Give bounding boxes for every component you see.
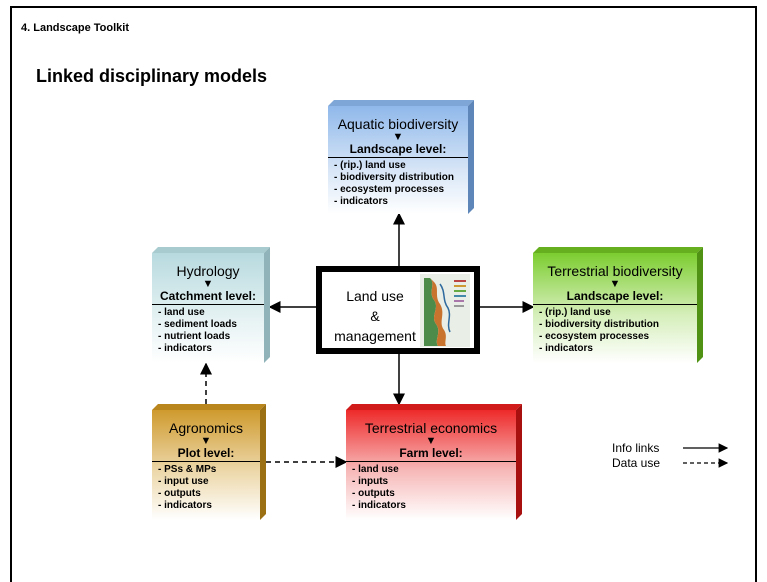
hydrology-box: Hydrology ▼ Catchment level: - land use … <box>152 247 270 363</box>
box-title: Aquatic biodiversity <box>337 116 459 132</box>
list-item: - land use <box>352 464 399 475</box>
list-item: - biodiversity distribution <box>539 319 660 330</box>
divider <box>328 157 468 158</box>
list-item: - sediment loads <box>158 319 237 330</box>
down-arrow-icon: ▼ <box>392 131 404 143</box>
list-item: - ecosystem processes <box>539 331 650 342</box>
list-item: - indicators <box>334 196 388 207</box>
divider <box>152 461 260 462</box>
list-item: - indicators <box>539 343 593 354</box>
agronomics-box: Agronomics ▼ Plot level: - PSs & MPs - i… <box>152 404 266 520</box>
down-arrow-icon: ▼ <box>202 278 214 290</box>
center-line: & <box>370 308 380 324</box>
center-line: Land use <box>346 288 404 304</box>
terrestrial-economics-box: Terrestrial economics ▼ Farm level: - la… <box>346 404 522 520</box>
divider <box>152 304 264 305</box>
down-arrow-icon: ▼ <box>425 435 437 447</box>
list-item: - land use <box>158 307 205 318</box>
list-item: - inputs <box>352 476 389 487</box>
terrestrial-biodiversity-box: Terrestrial biodiversity ▼ Landscape lev… <box>533 247 703 363</box>
list-item: - indicators <box>158 343 212 354</box>
aquatic-biodiversity-box: Aquatic biodiversity ▼ Landscape level: … <box>328 100 474 214</box>
land-use-management-box: Land use & management <box>316 266 480 354</box>
list-item: - outputs <box>352 488 395 499</box>
list-item: - indicators <box>352 500 406 511</box>
list-item: - indicators <box>158 500 212 511</box>
box-shape <box>328 100 474 214</box>
list-item: - ecosystem processes <box>334 184 445 195</box>
list-item: - (rip.) land use <box>334 160 406 171</box>
box-title: Terrestrial economics <box>364 420 498 436</box>
box-level: Catchment level: <box>159 289 257 303</box>
box-level: Landscape level: <box>566 289 664 303</box>
box-level: Landscape level: <box>349 142 447 156</box>
box-title: Hydrology <box>176 263 240 279</box>
section-label: 4. Landscape Toolkit <box>21 22 129 34</box>
legend-info-links: Info links <box>612 441 660 455</box>
box-title: Terrestrial biodiversity <box>547 263 683 279</box>
slide-frame <box>10 6 757 582</box>
box-shape <box>346 404 522 520</box>
divider <box>346 461 516 462</box>
list-item: - (rip.) land use <box>539 307 611 318</box>
list-item: - biodiversity distribution <box>334 172 455 183</box>
center-text: Land use & management <box>328 286 422 346</box>
list-item: - input use <box>158 476 209 487</box>
box-level: Farm level: <box>399 446 463 460</box>
box-shape <box>152 404 266 520</box>
box-shape <box>533 247 703 363</box>
divider <box>533 304 697 305</box>
center-line: management <box>334 328 416 344</box>
down-arrow-icon: ▼ <box>609 278 621 290</box>
box-level: Plot level: <box>177 446 235 460</box>
list-item: - PSs & MPs <box>158 464 217 475</box>
box-title: Agronomics <box>169 420 243 436</box>
slide-title: Linked disciplinary models <box>36 66 268 86</box>
box-shape <box>152 247 270 363</box>
down-arrow-icon: ▼ <box>200 435 212 447</box>
map-thumbnail-image <box>420 274 470 347</box>
legend: Info links Data use <box>612 441 660 471</box>
legend-data-use: Data use <box>612 456 661 470</box>
list-item: - nutrient loads <box>158 331 231 342</box>
list-item: - outputs <box>158 488 201 499</box>
